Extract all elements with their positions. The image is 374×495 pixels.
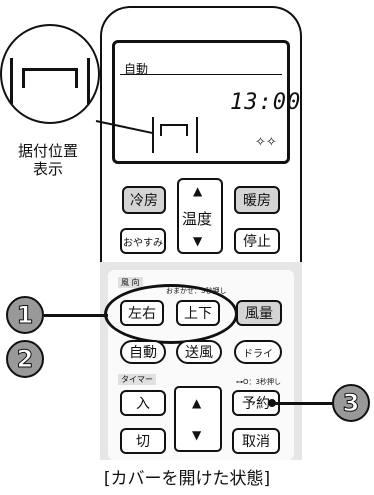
callout-2-badge: 2 bbox=[6, 340, 44, 378]
dry-button[interactable]: ドライ bbox=[234, 340, 282, 364]
callout-3-badge: 3 bbox=[332, 384, 370, 422]
auto-button[interactable]: 自動 bbox=[120, 340, 166, 364]
fan-volume-button[interactable]: 風量 bbox=[236, 300, 282, 326]
timer-label: タイマー bbox=[118, 374, 156, 385]
install-position-label-line1: 据付位置 bbox=[17, 142, 78, 160]
lcd-time: 13:00 bbox=[230, 90, 302, 115]
timer-arrow-box bbox=[174, 386, 222, 452]
sleep-button[interactable]: おやすみ bbox=[120, 228, 166, 254]
timer-down-icon[interactable]: ▼ bbox=[192, 428, 202, 442]
install-position-label: 据付位置 表示 bbox=[6, 142, 90, 178]
lcd-position-icon bbox=[160, 124, 188, 136]
lcd-position-frame bbox=[152, 117, 198, 153]
timer-on-button[interactable]: 入 bbox=[120, 390, 166, 416]
highlight-oval bbox=[104, 284, 238, 344]
stop-button[interactable]: 停止 bbox=[234, 228, 280, 254]
wind-direction-label: 風 向 bbox=[118, 277, 143, 288]
callout-1-line bbox=[44, 314, 108, 317]
temperature-up-icon[interactable]: ▲ bbox=[193, 184, 203, 198]
magnifier-circle bbox=[0, 24, 100, 124]
lcd-display bbox=[112, 40, 290, 164]
magnified-position-icon bbox=[22, 68, 78, 88]
magnified-position-frame bbox=[10, 58, 90, 104]
lcd-divider bbox=[120, 74, 282, 75]
timer-up-icon[interactable]: ▲ bbox=[192, 396, 202, 410]
temperature-button[interactable] bbox=[177, 178, 223, 254]
temperature-down-icon[interactable]: ▼ bbox=[193, 234, 203, 248]
sparkle-icon: ✧✧ bbox=[255, 135, 277, 150]
cancel-button[interactable]: 取消 bbox=[232, 428, 280, 454]
fan-button[interactable]: 送風 bbox=[176, 340, 222, 364]
hold-hint: ⊶O：3秒押し bbox=[236, 378, 281, 386]
install-position-label-line2: 表示 bbox=[32, 160, 63, 178]
temperature-label: 温度 bbox=[182, 210, 213, 228]
timer-off-button[interactable]: 切 bbox=[120, 428, 166, 454]
heat-button[interactable]: 暖房 bbox=[234, 186, 280, 214]
caption: [カバーを開けた状態] bbox=[103, 469, 271, 489]
callout-1-badge: 1 bbox=[6, 296, 44, 334]
cool-button[interactable]: 冷房 bbox=[122, 186, 166, 214]
lcd-mode-text: 自動 bbox=[124, 62, 149, 76]
callout-3-line bbox=[272, 402, 338, 405]
